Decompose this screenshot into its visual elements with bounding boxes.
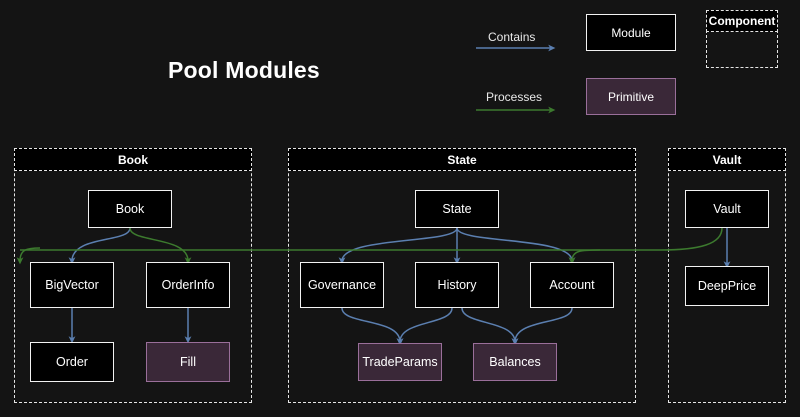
node-governance[interactable]: Governance [300, 262, 384, 308]
node-tradeparams[interactable]: TradeParams [358, 343, 442, 381]
node-deepprice[interactable]: DeepPrice [685, 266, 769, 306]
node-book[interactable]: Book [88, 190, 172, 228]
group-state-title: State [288, 148, 636, 171]
node-balances[interactable]: Balances [473, 343, 557, 381]
node-order[interactable]: Order [30, 342, 114, 382]
legend-processes-label: Processes [486, 90, 543, 104]
group-book-title: Book [14, 148, 252, 171]
node-account[interactable]: Account [530, 262, 614, 308]
legend-component-label: Component [706, 10, 778, 32]
node-bigvector[interactable]: BigVector [30, 262, 114, 308]
node-orderinfo[interactable]: OrderInfo [146, 262, 230, 308]
legend-module-swatch: Module [586, 14, 676, 51]
node-fill[interactable]: Fill [146, 342, 230, 382]
page-title: Pool Modules [168, 57, 320, 83]
node-vault[interactable]: Vault [685, 190, 769, 228]
legend-contains-label: Contains [488, 30, 536, 44]
node-state[interactable]: State [415, 190, 499, 228]
legend-primitive-swatch: Primitive [586, 78, 676, 115]
group-vault-title: Vault [668, 148, 786, 171]
node-history[interactable]: History [415, 262, 499, 308]
